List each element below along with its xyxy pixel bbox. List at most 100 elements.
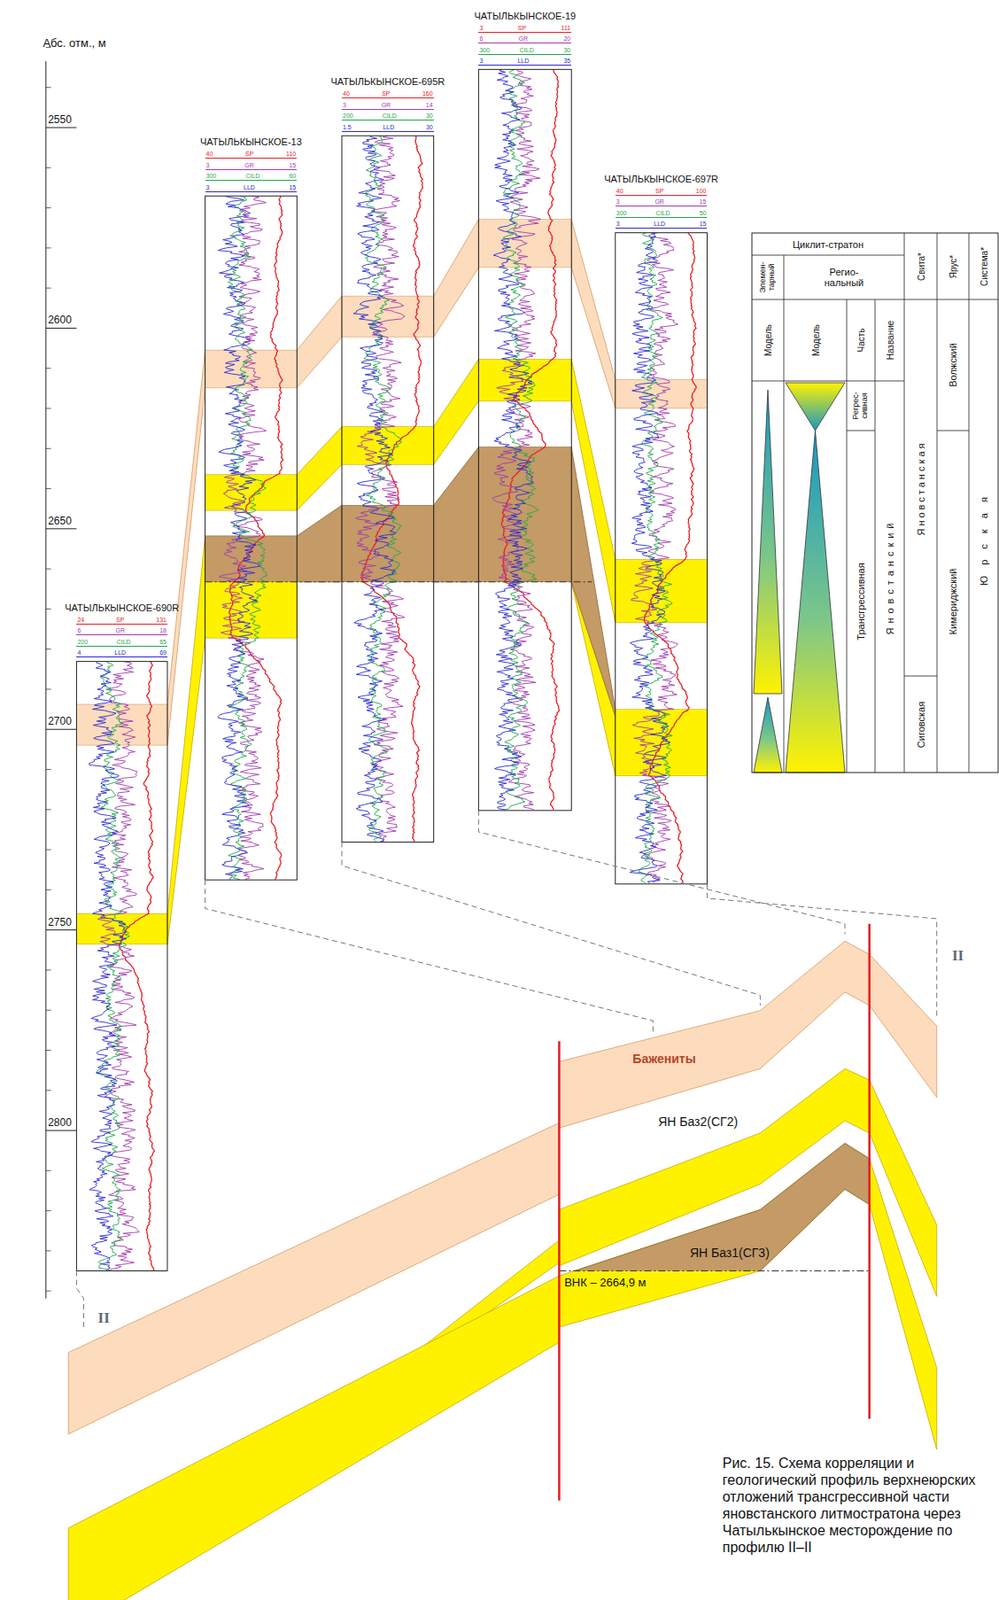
strata-label-frame: ЯН Баз1(СГ3) <box>689 1245 770 1260</box>
curve-scale: 131 <box>155 614 167 624</box>
table-cell: Трансгрессивная <box>855 433 867 770</box>
log-curve <box>643 232 697 883</box>
table-cell: Кимериджский <box>947 433 959 770</box>
table-rule <box>783 255 785 773</box>
depth-tick-label-frame: 2750 <box>47 915 72 929</box>
curve-scale: 300 <box>206 170 217 180</box>
axis-tick <box>46 86 52 88</box>
table-cell: Волжский <box>947 302 959 428</box>
axis-tick <box>46 367 52 369</box>
profile-mark: II <box>98 1308 110 1327</box>
strata-label-frame: ЯН Баз2(СГ2) <box>658 1114 738 1129</box>
axis-tick <box>46 448 52 450</box>
axis-tick <box>46 247 52 248</box>
curve-name: LLD <box>517 55 529 65</box>
curve-name: SP <box>518 23 527 32</box>
curve-header-row: 40SP160 <box>341 88 434 99</box>
profile-mark-frame: II <box>952 946 964 965</box>
curve-name: CILD <box>656 208 671 217</box>
table-cell: Регрес- сивная <box>851 382 870 429</box>
correlation-band <box>296 426 342 511</box>
table-cell-frame: Сиговская <box>904 675 938 773</box>
table-rule <box>846 430 876 432</box>
curve-header-row: 40SP100 <box>615 185 708 196</box>
log-curve <box>363 135 403 842</box>
curve-header-row: 3LLD15 <box>205 182 298 193</box>
curve-scale: 200 <box>77 636 88 646</box>
curve-name: CILD <box>382 110 397 120</box>
guide-line <box>478 810 845 934</box>
table-rule <box>751 255 905 256</box>
contact-label: ВНК – 2664,9 м <box>564 1275 646 1289</box>
curve-scale: 15 <box>288 182 296 192</box>
well-frame <box>205 195 298 880</box>
axis-tick <box>46 968 52 970</box>
table-cell: Яновстанский <box>883 383 895 770</box>
well-frame <box>478 69 572 810</box>
table-rule <box>937 232 938 773</box>
curve-scale: 40 <box>342 88 350 98</box>
axis-tick <box>46 287 52 289</box>
curve-name: GR <box>115 625 125 635</box>
axis-tick <box>46 728 78 730</box>
curve-name: GR <box>244 160 255 170</box>
curve-header-row: 3 LLD 35 <box>478 55 572 66</box>
table-cell-frame: Кимериджский <box>937 430 969 773</box>
axis-tick <box>46 889 52 891</box>
curve-scale: 110 <box>286 148 296 158</box>
axis-tick <box>46 1169 52 1171</box>
curve-header-row: 200CILD30 <box>341 110 434 121</box>
strata-label: Бажениты <box>632 1051 696 1066</box>
axis-tick <box>46 568 52 570</box>
table-cell: Яновстанская <box>914 302 926 674</box>
table-cell: Система* <box>978 235 989 297</box>
curve-name: LLD <box>114 647 126 657</box>
curve-scale: 111 <box>561 23 572 32</box>
curve-header-row: 3LLD15 <box>615 218 708 229</box>
well-name: ЧАТЫЛЬКЫНСКОЕ-697R <box>604 173 719 186</box>
curve-scale: 100 <box>696 185 707 195</box>
axis-tick <box>46 648 52 650</box>
axis-tick <box>46 808 52 810</box>
axis-tick <box>46 207 52 209</box>
table-cell: Циклит-стратон <box>792 239 864 250</box>
well-column: ЧАТЫЛЬКЫНСКОЕ-695R40SP1603GR14200CILD301… <box>341 76 434 842</box>
well-name: ЧАТЫЛЬКЫНСКОЕ-695R <box>330 76 445 88</box>
table-cell: Сиговская <box>914 678 926 770</box>
well-column: ЧАТЫЛЬКЫНСКОЕ-1340SP1103GR15300CILD603LL… <box>205 136 298 880</box>
curve-scale: 300 <box>616 208 628 217</box>
curve-scale: 35 <box>563 55 571 65</box>
well-interval <box>205 581 298 638</box>
table-cell: Модель <box>763 302 774 379</box>
cycle-model <box>753 389 783 694</box>
axis-tick <box>46 1290 52 1292</box>
oil-saturated-band <box>558 1143 869 1271</box>
curve-scale: 15 <box>699 196 707 206</box>
contact-line <box>558 1270 869 1271</box>
curve-header-row: 40SP110 <box>205 148 298 159</box>
well-frame-ground <box>615 232 708 884</box>
curve-scale: 60 <box>288 170 296 180</box>
curve-name: GR <box>518 33 529 43</box>
well-interval <box>478 447 572 582</box>
log-curve <box>353 135 396 842</box>
guide-line <box>341 842 760 1006</box>
curve-scale: 3 <box>479 55 483 65</box>
curve-header-row: 3GR15 <box>615 196 708 207</box>
curve-header-row: 3GR15 <box>205 160 298 171</box>
table-ground <box>751 232 999 773</box>
table-cell: Юрская <box>977 302 989 770</box>
curve-scale: 65 <box>159 636 167 646</box>
table-cell-frame: Циклит-стратон <box>751 232 905 256</box>
table-cell: Регио- нальный <box>813 266 876 288</box>
table-cell-frame: Ярус* <box>937 232 969 300</box>
curve-header-row: 1.5LLD30 <box>341 122 434 132</box>
correlation-band <box>571 219 616 409</box>
curve-name: LLD <box>653 218 666 228</box>
well-interval <box>341 295 434 337</box>
table-cell-frame: Свита* <box>904 232 938 300</box>
correlation-band <box>296 504 342 582</box>
curve-scale: 3 <box>206 182 210 192</box>
curve-name: SP <box>245 148 254 158</box>
curve-header-row: 300CILD60 <box>205 170 298 181</box>
